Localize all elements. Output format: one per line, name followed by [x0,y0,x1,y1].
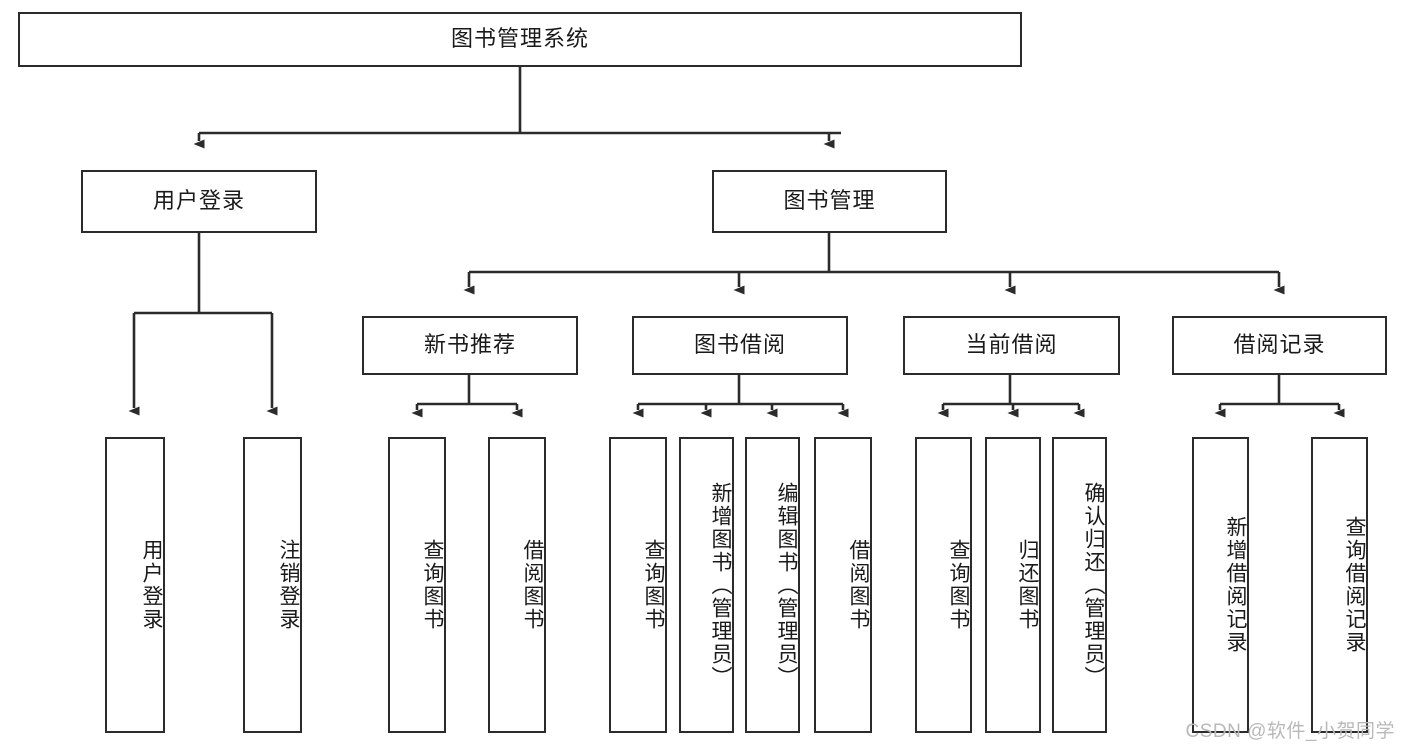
node-leaf-user-logout-label: 注销登录 [277,539,300,631]
node-current-borrow-label: 当前借阅 [965,332,1058,358]
node-leaf-confirm-return[interactable]: 确认归还（管理员） [1052,437,1107,733]
node-leaf-user-login[interactable]: 用户登录 [105,437,165,733]
node-leaf-add-record[interactable]: 新增借阅记录 [1192,437,1249,733]
node-leaf-add-book[interactable]: 新增图书（管理员） [679,437,734,733]
node-leaf-query-record-label: 查询借阅记录 [1343,516,1366,654]
node-leaf-query-book-bb[interactable]: 查询图书 [609,437,667,733]
node-new-book-recommend[interactable]: 新书推荐 [362,316,578,375]
node-book-manage-label: 图书管理 [783,188,876,214]
node-user-login-label: 用户登录 [152,188,245,214]
node-leaf-add-record-label: 新增借阅记录 [1224,516,1247,654]
node-current-borrow[interactable]: 当前借阅 [903,316,1120,375]
node-leaf-query-book-cb[interactable]: 查询图书 [915,437,972,733]
node-leaf-query-book-cb-label: 查询图书 [947,539,970,631]
node-leaf-return-book-label: 归还图书 [1016,539,1039,631]
node-leaf-confirm-return-label: 确认归还（管理员） [1082,481,1105,689]
node-borrow-record[interactable]: 借阅记录 [1172,316,1387,375]
node-root-label: 图书管理系统 [450,26,589,52]
node-leaf-query-book-rec-label: 查询图书 [421,539,444,631]
csdn-watermark: CSDN @软件_小贺同学 [1185,721,1395,742]
node-leaf-return-book[interactable]: 归还图书 [985,437,1041,733]
node-leaf-edit-book-label: 编辑图书（管理员） [775,481,798,689]
node-leaf-query-book-rec[interactable]: 查询图书 [388,437,446,733]
node-leaf-query-record[interactable]: 查询借阅记录 [1311,437,1368,733]
node-new-book-recommend-label: 新书推荐 [423,332,516,358]
node-leaf-edit-book[interactable]: 编辑图书（管理员） [745,437,800,733]
node-borrow-record-label: 借阅记录 [1233,332,1326,358]
node-user-login[interactable]: 用户登录 [81,170,317,233]
node-book-borrow[interactable]: 图书借阅 [632,316,848,375]
node-book-manage[interactable]: 图书管理 [712,170,947,233]
node-leaf-borrow-book-bb-label: 借阅图书 [847,539,870,631]
node-book-borrow-label: 图书借阅 [693,332,786,358]
node-leaf-query-book-bb-label: 查询图书 [642,539,665,631]
node-leaf-user-logout[interactable]: 注销登录 [243,437,302,733]
node-leaf-borrow-book-bb[interactable]: 借阅图书 [814,437,872,733]
node-leaf-add-book-label: 新增图书（管理员） [709,481,732,689]
node-leaf-borrow-book-rec-label: 借阅图书 [521,539,544,631]
node-leaf-borrow-book-rec[interactable]: 借阅图书 [488,437,546,733]
node-root[interactable]: 图书管理系统 [18,12,1022,67]
node-leaf-user-login-label: 用户登录 [140,539,163,631]
